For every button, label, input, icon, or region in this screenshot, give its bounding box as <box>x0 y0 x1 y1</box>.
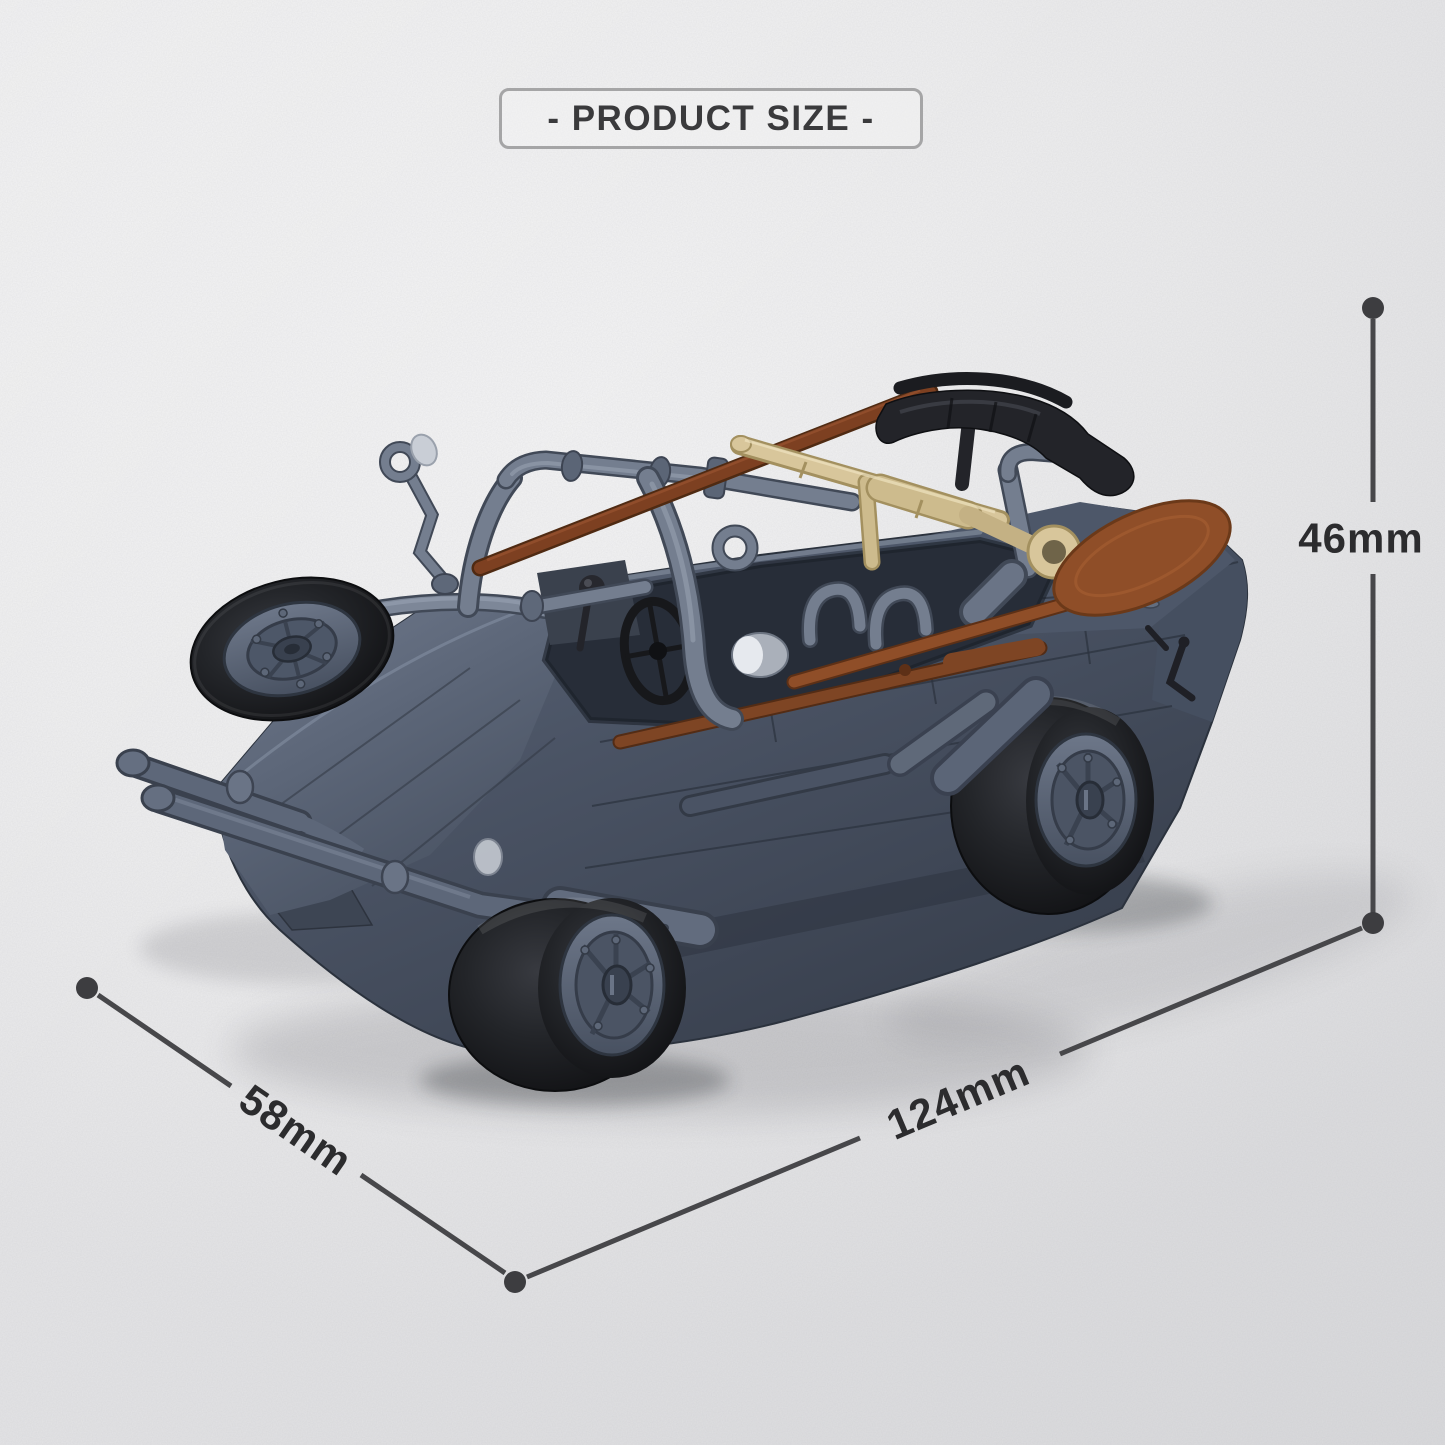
dimension-endpoint-dot <box>504 1271 526 1293</box>
seat-handles <box>801 581 934 652</box>
page-title: - PRODUCT SIZE - <box>547 98 875 138</box>
dimension-height-label: 46mm <box>1298 515 1423 562</box>
title-box: - PRODUCT SIZE - <box>499 88 923 149</box>
dimension-endpoint-dot <box>1362 912 1384 934</box>
suspension-arm <box>679 676 1054 817</box>
dimension-endpoint-dot <box>1362 297 1384 319</box>
brown-rod <box>471 383 939 577</box>
black-submachine-gun <box>875 372 1135 497</box>
spare-tire <box>189 576 395 722</box>
front-wheel <box>448 897 686 1092</box>
dimension-endpoint-dot <box>76 977 98 999</box>
brown-rifle <box>612 638 1048 750</box>
brick-vehicle <box>115 372 1249 1092</box>
rear-view-mirror <box>379 433 459 595</box>
windshield-frame <box>457 442 1117 731</box>
wooden-paddle <box>786 499 1232 690</box>
tan-rifle <box>730 435 1082 580</box>
headlight-clear-lens <box>473 838 503 876</box>
chrome-lamp <box>731 632 789 678</box>
rear-crank <box>1145 625 1196 702</box>
dimension-height: 46mm <box>1298 297 1423 934</box>
